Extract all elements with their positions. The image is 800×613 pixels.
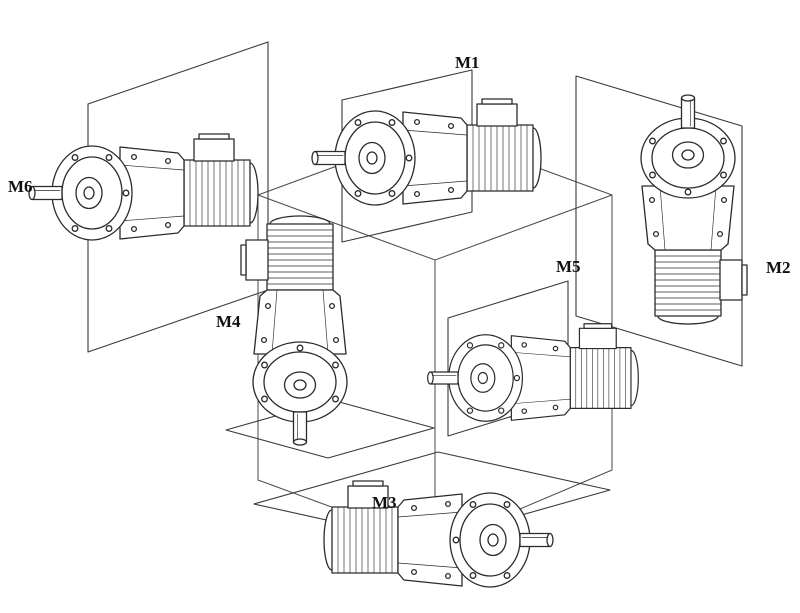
gearmotor-m4: [240, 215, 348, 446]
label-m3: M3: [372, 493, 397, 512]
label-m1: M1: [455, 53, 480, 72]
label-m2: M2: [766, 258, 791, 277]
label-m4: M4: [216, 312, 241, 331]
label-m6: M6: [8, 177, 33, 196]
gearmotor-m6: [28, 133, 259, 241]
label-m5: M5: [556, 257, 581, 276]
gearmotor-m1: [311, 98, 542, 206]
gearmotor-m5: [427, 323, 639, 422]
gearmotor-m3: [323, 480, 554, 588]
mounting-plane-m1: [341, 69, 473, 243]
gearmotor-m2: [640, 94, 748, 325]
